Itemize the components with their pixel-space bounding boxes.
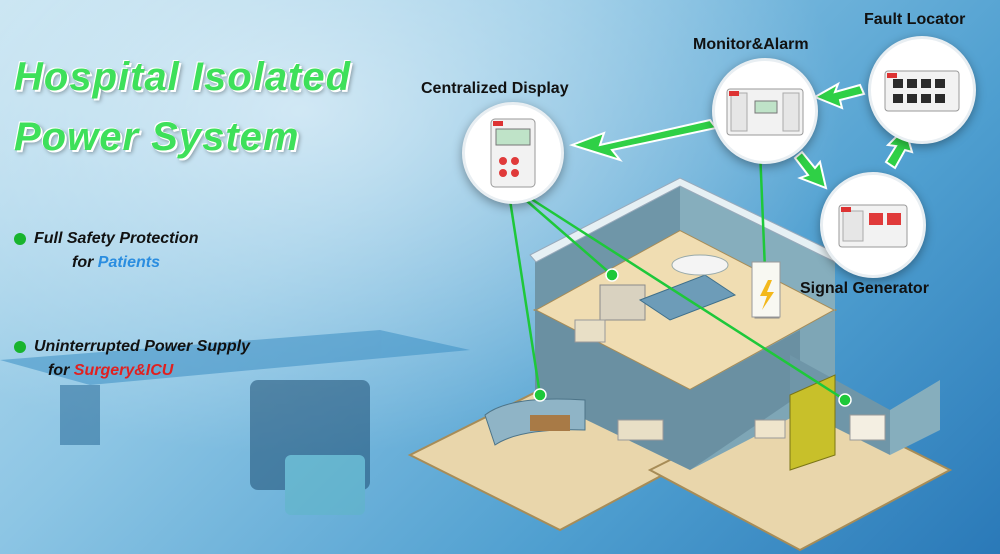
feature-power: Uninterrupted Power Supply [14, 338, 250, 356]
signal-generator-device [820, 172, 926, 278]
feature-power-label: Uninterrupted Power Supply [34, 338, 251, 355]
page-title-line-2: Power System [14, 115, 300, 159]
signal-generator-label: Signal Generator [800, 280, 929, 297]
patients-highlight: Patients [97, 254, 161, 271]
feature-safety-label: Full Safety Protection [34, 230, 199, 247]
centralized-display-device [462, 102, 564, 204]
monitor-alarm-label: Monitor&Alarm [693, 36, 809, 53]
flow-arrows [568, 81, 914, 190]
fault-locator-label: Fault Locator [864, 11, 966, 28]
fault-locator-device [868, 36, 976, 144]
signal-generator-icon [838, 204, 908, 248]
feature-safety-sub: for Patients [72, 254, 161, 271]
page-title-line-1: Hospital Isolated [14, 55, 352, 99]
centralized-display-icon [490, 118, 536, 188]
surgery-icu-highlight: Surgery&ICU [73, 362, 174, 379]
monitor-alarm-device [712, 58, 818, 164]
connection-lines [508, 149, 846, 402]
isolation-panel [751, 261, 781, 318]
feature-safety: Full Safety Protection [14, 230, 198, 248]
operating-table-silhouette [0, 330, 470, 515]
fault-locator-icon [884, 70, 960, 112]
feature-power-sub: for Surgery&ICU [48, 362, 174, 379]
monitor-alarm-icon [726, 88, 804, 136]
centralized-display-label: Centralized Display [421, 80, 569, 97]
bullet-icon [14, 232, 26, 245]
bullet-icon [14, 340, 26, 353]
